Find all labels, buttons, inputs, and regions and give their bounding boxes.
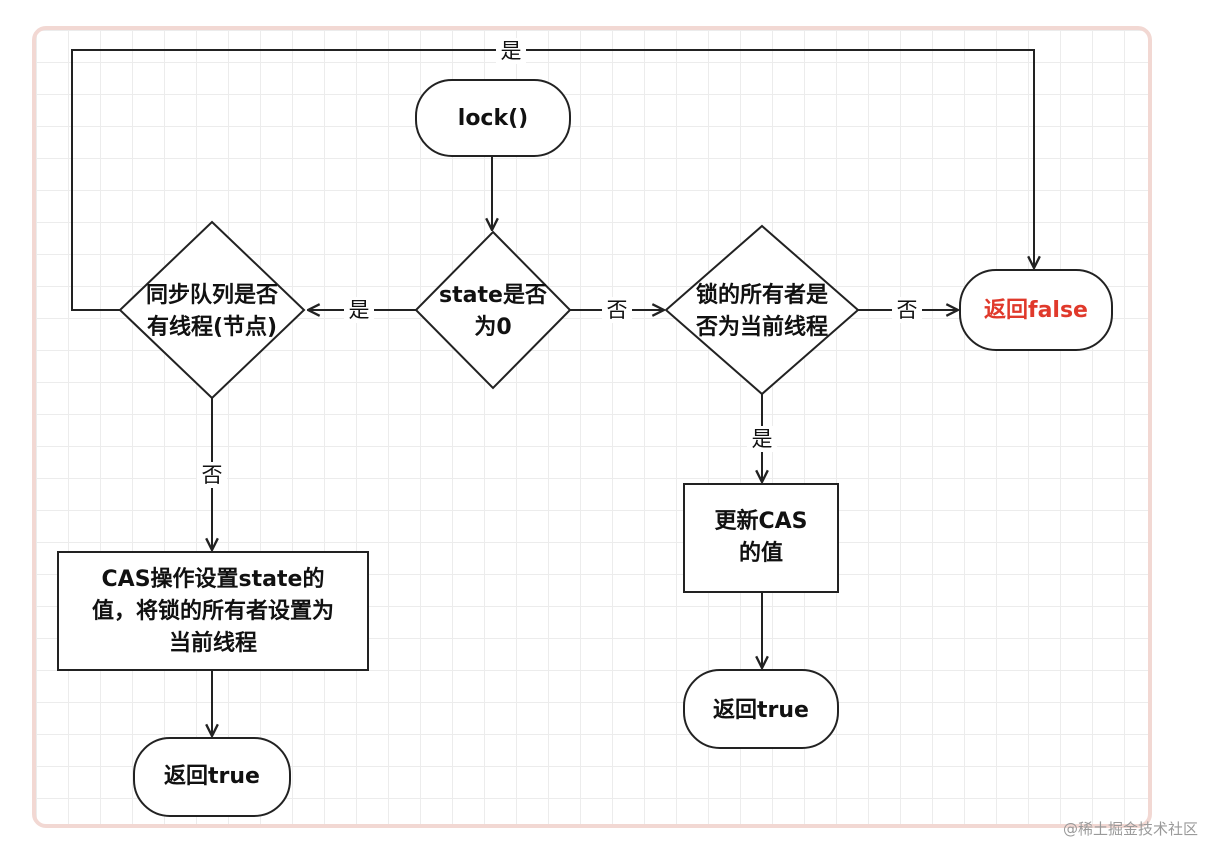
node-queue-check-line1: 同步队列是否 [146, 282, 278, 308]
node-return-true-right: 返回true [683, 669, 839, 749]
label-queue-to-false: 是 [501, 39, 522, 63]
node-update-cas: 更新CAS 的值 [683, 483, 839, 593]
edge-labels: 是 是 否 否 是 否 [197, 38, 922, 488]
label-state-to-queue: 是 [349, 298, 370, 322]
node-cas-set: CAS操作设置state的 值，将锁的所有者设置为 当前线程 [57, 551, 369, 671]
node-state-check-line2: 为0 [474, 315, 511, 340]
node-owner-check-line2: 否为当前线程 [695, 314, 828, 340]
label-queue-to-cas: 否 [202, 463, 223, 487]
node-return-true-left-label: 返回true [164, 764, 260, 789]
node-state-check-line1: state是否 [439, 283, 547, 308]
node-update-cas-line1: 更新CAS [714, 508, 807, 534]
label-state-to-owner: 否 [607, 298, 628, 322]
node-return-true-left: 返回true [133, 737, 291, 817]
node-lock-label: lock() [458, 106, 528, 131]
diagram-frame [32, 26, 1152, 828]
node-lock: lock() [415, 79, 571, 157]
label-owner-to-update: 是 [752, 427, 773, 451]
edge-queue-to-false [71, 49, 1034, 311]
node-cas-set-line1: CAS操作设置state的 [102, 566, 325, 592]
node-return-true-right-label: 返回true [713, 698, 809, 723]
node-return-false: 返回false [959, 269, 1113, 351]
label-owner-to-false: 否 [897, 298, 918, 322]
node-state-check: state是否 为0 [414, 230, 572, 390]
node-cas-set-line3: 当前线程 [169, 630, 257, 656]
node-cas-set-line2: 值，将锁的所有者设置为 [92, 598, 334, 624]
node-queue-check-line2: 有线程(节点) [147, 314, 277, 340]
node-owner-check: 锁的所有者是 否为当前线程 [664, 224, 860, 396]
node-return-false-label: 返回false [984, 298, 1088, 323]
node-owner-check-line1: 锁的所有者是 [696, 282, 828, 308]
node-update-cas-line2: 的值 [739, 540, 783, 566]
watermark: @稀土掘金技术社区 [1062, 820, 1198, 838]
node-queue-check: 同步队列是否 有线程(节点) [118, 220, 306, 400]
